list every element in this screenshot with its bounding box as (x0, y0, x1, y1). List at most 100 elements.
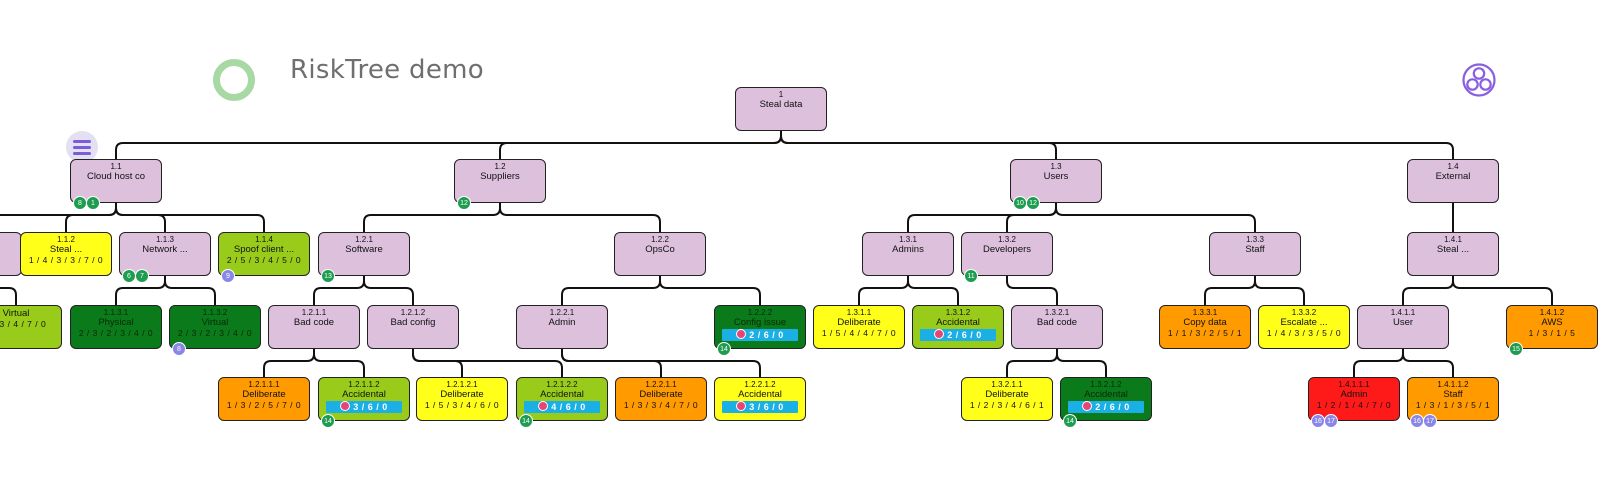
control-score-text: 2 / 6 / 0 (947, 330, 982, 340)
node-score: 1 / 2 / 3 / 4 / 6 / 1 (969, 400, 1045, 410)
share-network-icon[interactable] (1462, 63, 1496, 97)
hamburger-menu-icon[interactable] (66, 131, 98, 163)
tree-edge (1006, 349, 1058, 377)
node-score: 1 / 5 / 4 / 4 / 7 / 0 (821, 328, 897, 338)
node-link-badge[interactable]: 9 (221, 269, 235, 283)
tree-edge (164, 276, 216, 305)
node-link-badge[interactable]: 16 (1410, 414, 1424, 428)
node-link-badge[interactable]: 16 (1311, 414, 1325, 428)
node-id: 1.2.2.1.1 (645, 380, 677, 389)
node-id: 1.3.2.1.1 (991, 380, 1023, 389)
node-score: 1 / 3 / 2 / 5 / 7 / 0 (226, 400, 302, 410)
tree-edge (1402, 349, 1454, 377)
node-id: 1.4.1.1.1 (1338, 380, 1370, 389)
node-link-badge[interactable]: 1 (86, 196, 100, 210)
node-id: 1.3.3 (1246, 235, 1264, 244)
node-link-badge[interactable]: 17 (1324, 414, 1338, 428)
tree-edge (1452, 276, 1553, 305)
tree-edge (858, 276, 909, 305)
tree-edge (0, 287, 17, 305)
node-link-badge[interactable]: 14 (519, 414, 533, 428)
node-label: Accidental (540, 389, 584, 400)
node-link-badge[interactable]: 8 (172, 342, 186, 356)
node-link-badge[interactable]: 14 (321, 414, 335, 428)
node-id: 1.2.2.1 (549, 308, 575, 317)
control-icon (736, 401, 747, 411)
node-label: AWS (1541, 317, 1563, 328)
tree-edge (1402, 276, 1454, 305)
node-id: 1.3.1.2 (945, 308, 971, 317)
tree-edge (1204, 276, 1256, 305)
node-label: Users (1043, 171, 1069, 182)
node-link-badge[interactable]: 12 (1026, 196, 1040, 210)
node-link-badge[interactable]: 7 (135, 269, 149, 283)
tree-node[interactable] (0, 232, 22, 276)
node-label: Developers (982, 244, 1032, 255)
node-link-badge[interactable]: 8 (73, 196, 87, 210)
node-label: Admin (548, 317, 576, 328)
tree-edge (659, 276, 761, 305)
node-label: Accidental (738, 389, 782, 400)
node-score: 3 / 3 / 4 / 7 / 0 (0, 319, 47, 329)
tree-edge (499, 131, 782, 159)
node-link-badge[interactable]: 13 (321, 269, 335, 283)
node-id: 1.3.1.1 (846, 308, 872, 317)
node-label: Physical (98, 317, 134, 328)
node-id: 1.2.1.2.1 (446, 380, 478, 389)
tree-edge (1353, 349, 1404, 377)
node-control-score: 2 / 6 / 0 (920, 329, 996, 341)
node-link-badge[interactable]: 17 (1423, 414, 1437, 428)
node-link-badge[interactable]: 14 (717, 342, 731, 356)
node-link-badge[interactable]: 11 (964, 269, 978, 283)
node-link-badge[interactable]: 14 (1063, 414, 1077, 428)
node-label: Admin (1340, 389, 1368, 400)
node-id: 1 (778, 90, 784, 99)
control-score-text: 4 / 6 / 0 (551, 402, 586, 412)
node-id: 1.2.1.1 (301, 308, 327, 317)
node-link-badge[interactable]: 10 (1013, 196, 1027, 210)
node-link-badge[interactable]: 6 (122, 269, 136, 283)
node-id: 1.4.1.1.2 (1437, 380, 1469, 389)
node-link-badge[interactable]: 12 (457, 196, 471, 210)
node-id: 1.3.1 (899, 235, 917, 244)
node-link-badge[interactable]: 15 (1509, 342, 1523, 356)
